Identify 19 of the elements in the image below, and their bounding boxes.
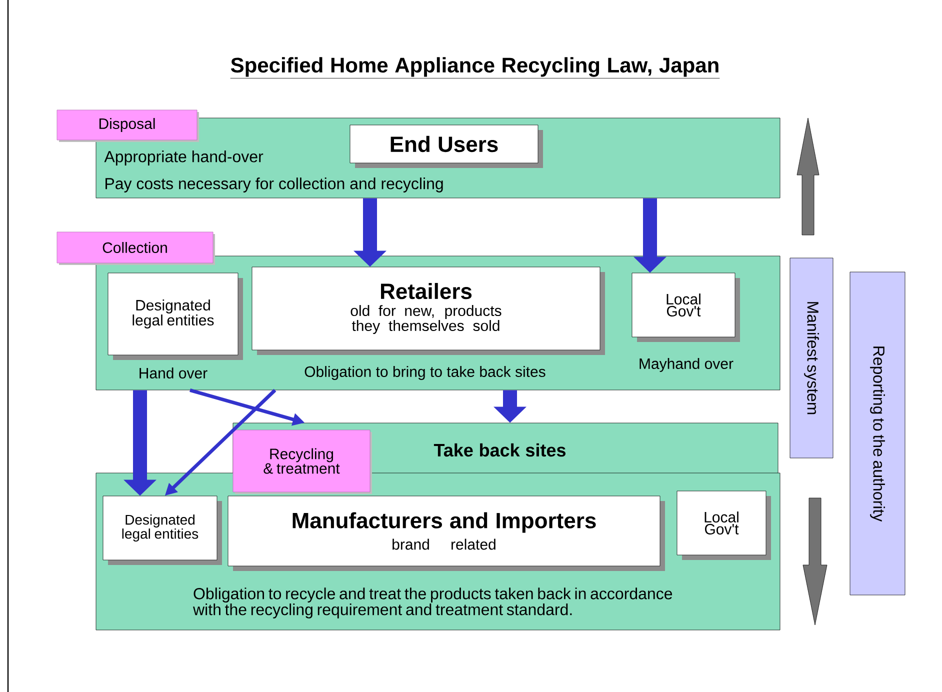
box-caption: Obligation to bring to take back sites [304, 366, 546, 380]
vertical-label-box: Reporting to the authority [850, 272, 906, 596]
entity-box: End Users [350, 124, 543, 168]
entity-box: Designated legal entities [102, 496, 222, 565]
vertical-label-box: Manifest system [790, 258, 834, 458]
box-caption: Hand over [140, 367, 208, 378]
entity-box: Retailers old for new, products they themselves sold [252, 266, 605, 355]
entity-box: Manufacturers and Importers brand related [228, 496, 665, 571]
band-text: Appropriate hand-over [104, 150, 264, 166]
entity-box: Local Gov't [676, 490, 771, 560]
stage-tag: Collection [56, 232, 215, 265]
band-text: Pay costs necessary for collection and recycling [106, 178, 443, 192]
title: Specified Home Appliance Recycling Law, Japan [230, 57, 720, 78]
stage-tag: Recycling & treatment [232, 430, 372, 494]
band-text: Obligation to recycle and treat the products taken back in accordance with the recycling requirement and treatment standard. [193, 588, 672, 618]
stage-tag: Disposal [56, 110, 199, 142]
box-caption: Mayhand over [640, 358, 734, 372]
entity-box: Designated legal entities [108, 272, 243, 360]
band-text: Take back sites [434, 443, 566, 457]
